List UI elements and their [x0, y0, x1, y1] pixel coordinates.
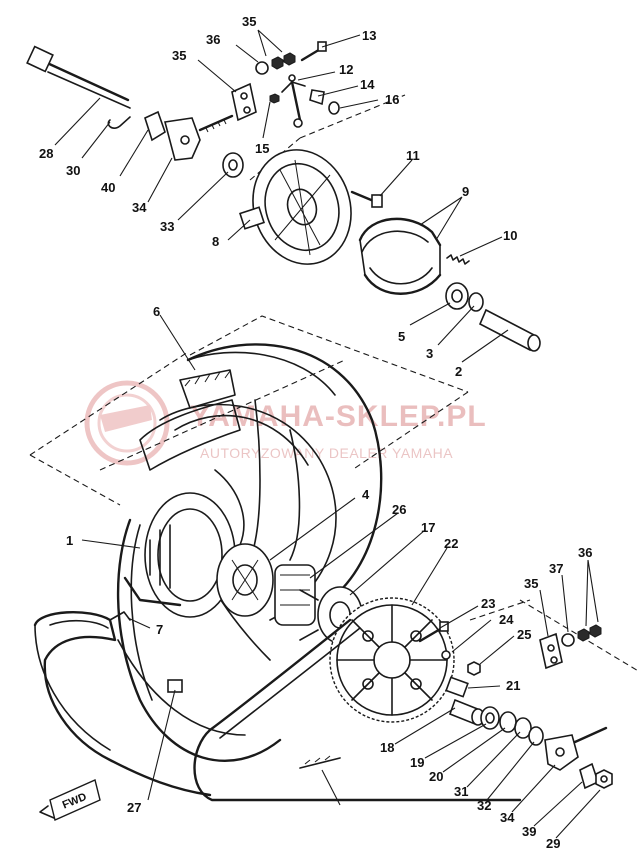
callout-19: 19: [410, 755, 424, 770]
brake-spring: [446, 254, 470, 265]
sprocket-bolt: [418, 621, 449, 643]
callout-39: 40: [101, 180, 115, 195]
callout-10: 10: [503, 228, 517, 243]
callout-30: 30: [66, 163, 80, 178]
callout-14: 14: [360, 77, 375, 92]
callout-31: 31: [454, 784, 468, 799]
oil-seal: [468, 292, 484, 312]
callout-36-right: 36: [578, 545, 592, 560]
washer-top: [255, 61, 269, 75]
watermark-logo-icon: [84, 380, 170, 466]
collar-21: [445, 676, 469, 698]
callout-13: 13: [362, 28, 376, 43]
oil-seal-20: [499, 711, 517, 733]
watermark: YAMAHA-SKLEP.PL AUTORYZOWANY DEALER YAMA…: [84, 380, 486, 466]
callout-32: 32: [477, 798, 491, 813]
callout-38: 39: [522, 824, 536, 839]
axle-nut-29: [595, 769, 613, 789]
brake-shoe-plate: [239, 149, 352, 265]
callout-1: 1: [66, 533, 73, 548]
callout-21: 21: [506, 678, 520, 693]
chain-puller-right: [539, 632, 563, 670]
tire-tread-segment: [139, 369, 241, 471]
sprocket-nut-25: [467, 661, 481, 676]
callout-24: 24: [499, 612, 514, 627]
callout-25: 25: [517, 627, 531, 642]
callout-20: 20: [429, 769, 443, 784]
callout-27: 27: [127, 800, 141, 815]
nut-pair-right: [577, 624, 602, 642]
callout-3: 3: [426, 346, 433, 361]
bearing-19: [480, 706, 500, 730]
callout-18: 18: [380, 740, 394, 755]
callout-22: 22: [444, 536, 458, 551]
nut-pair-top: [271, 52, 296, 70]
callout-8: 8: [212, 234, 219, 249]
fwd-direction-badge: FWD: [39, 779, 101, 821]
callout-23: 23: [481, 596, 495, 611]
spring-washer-16: [328, 101, 340, 115]
bolt-13: [300, 41, 327, 62]
rear-tire: [116, 343, 383, 763]
chain-puller-top: [231, 82, 257, 122]
axle-collar-left: [222, 152, 244, 178]
adjuster-plate: [144, 110, 166, 142]
callout-33: 33: [160, 219, 174, 234]
hub-damper: [274, 564, 316, 626]
callout-labels: 35 36 35 13 12 14 16 15 28 30 40 34 33 1…: [39, 14, 592, 851]
sprocket-bearing-18: [448, 698, 485, 726]
callout-9: 9: [462, 184, 469, 199]
callout-36-top: 35: [242, 14, 256, 29]
rear-sprocket: [329, 597, 455, 723]
callout-29: 29: [546, 836, 560, 851]
callout-37-top: 36: [206, 32, 220, 47]
callout-15: 15: [255, 141, 269, 156]
callout-35-right: 35: [524, 576, 538, 591]
callout-34-top: 34: [132, 200, 147, 215]
callout-2: 2: [455, 364, 462, 379]
axle-adjuster-right: [544, 726, 608, 771]
wheel-bearing: [445, 282, 469, 310]
wheel-hub: [123, 492, 274, 618]
rear-axle: [26, 45, 131, 109]
callout-28: 28: [39, 146, 53, 161]
axle-adjuster-left: [163, 114, 234, 161]
nut-15: [269, 93, 280, 104]
leader-lines: [54, 29, 601, 839]
brake-camshaft: [350, 190, 383, 208]
callout-5: 5: [398, 329, 405, 344]
collar-32: [528, 726, 544, 746]
callout-11: 11: [406, 148, 420, 163]
circlip-31: [514, 717, 532, 739]
callout-37-right: 37: [549, 561, 563, 576]
callout-26: 26: [392, 502, 406, 517]
callout-16: 16: [385, 92, 399, 107]
watermark-tagline: AUTORYZOWANY DEALER YAMAHA: [200, 445, 453, 461]
washer-right: [561, 633, 575, 647]
brake-shoes: [358, 217, 442, 295]
callout-7: 7: [156, 622, 163, 637]
axle-collar: [478, 308, 541, 352]
callout-12: 12: [339, 62, 353, 77]
callout-35-top: 35: [172, 48, 186, 63]
tension-bar: [281, 80, 306, 128]
callout-4: 4: [362, 487, 370, 502]
callout-34-right: 34: [500, 810, 515, 825]
inner-tube: [33, 611, 212, 797]
washer-12: [288, 74, 296, 82]
drive-chain: [193, 618, 522, 802]
cotter-pin: [107, 116, 131, 129]
lock-washer-24: [441, 650, 451, 660]
clip-14: [309, 89, 325, 106]
callout-6: 6: [153, 304, 160, 319]
callout-17: 17: [421, 520, 435, 535]
